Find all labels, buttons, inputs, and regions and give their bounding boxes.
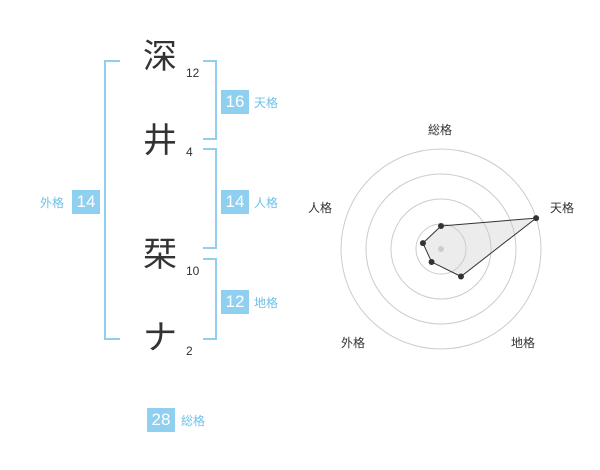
radar-point-1: [533, 215, 540, 222]
radar-axis-label-gaikaku: 外格: [341, 336, 366, 350]
radar-series-polygon: [422, 217, 538, 278]
chikaku-label: 地格: [254, 296, 279, 310]
name-char-1: 深: [143, 37, 177, 77]
radar-axis-label-soukaku: 総格: [428, 123, 453, 137]
tenkaku-bracket: [203, 60, 217, 140]
name-char-3: 栞: [143, 235, 177, 275]
radar-ring: [390, 198, 492, 300]
radar-point-4: [419, 240, 426, 247]
jinkaku-bracket: [203, 148, 217, 249]
soukaku-label: 総格: [181, 414, 206, 428]
radar-point-2: [457, 273, 464, 280]
stroke-count-1: 12: [186, 66, 200, 80]
gaikaku-label: 外格: [40, 196, 65, 210]
radar-ring: [365, 173, 517, 325]
chikaku-bracket: [203, 258, 217, 340]
gaikaku-value: 14: [72, 190, 100, 214]
jinkaku-label: 人格: [254, 196, 279, 210]
tenkaku-label: 天格: [254, 96, 279, 110]
stroke-count-2: 4: [186, 145, 193, 159]
stroke-count-4: 2: [186, 344, 193, 358]
jinkaku-value: 14: [221, 190, 249, 214]
radar-ring: [340, 148, 542, 350]
soukaku-value: 28: [147, 408, 175, 432]
radar-point-0: [438, 223, 444, 229]
stroke-count-3: 10: [186, 264, 200, 278]
tenkaku-value: 16: [221, 90, 249, 114]
radar-point-3: [428, 258, 435, 265]
radar-axis-label-tenkaku: 天格: [550, 201, 575, 215]
name-char-4: ナ: [143, 318, 177, 358]
radar-axis-label-chikaku: 地格: [511, 336, 536, 350]
chikaku-value: 12: [221, 290, 249, 314]
radar-center-dot: [438, 246, 444, 252]
gaikaku-bracket: [104, 60, 120, 340]
radar-axis-label-jinkaku: 人格: [308, 201, 333, 215]
name-char-2: 井: [143, 121, 177, 161]
